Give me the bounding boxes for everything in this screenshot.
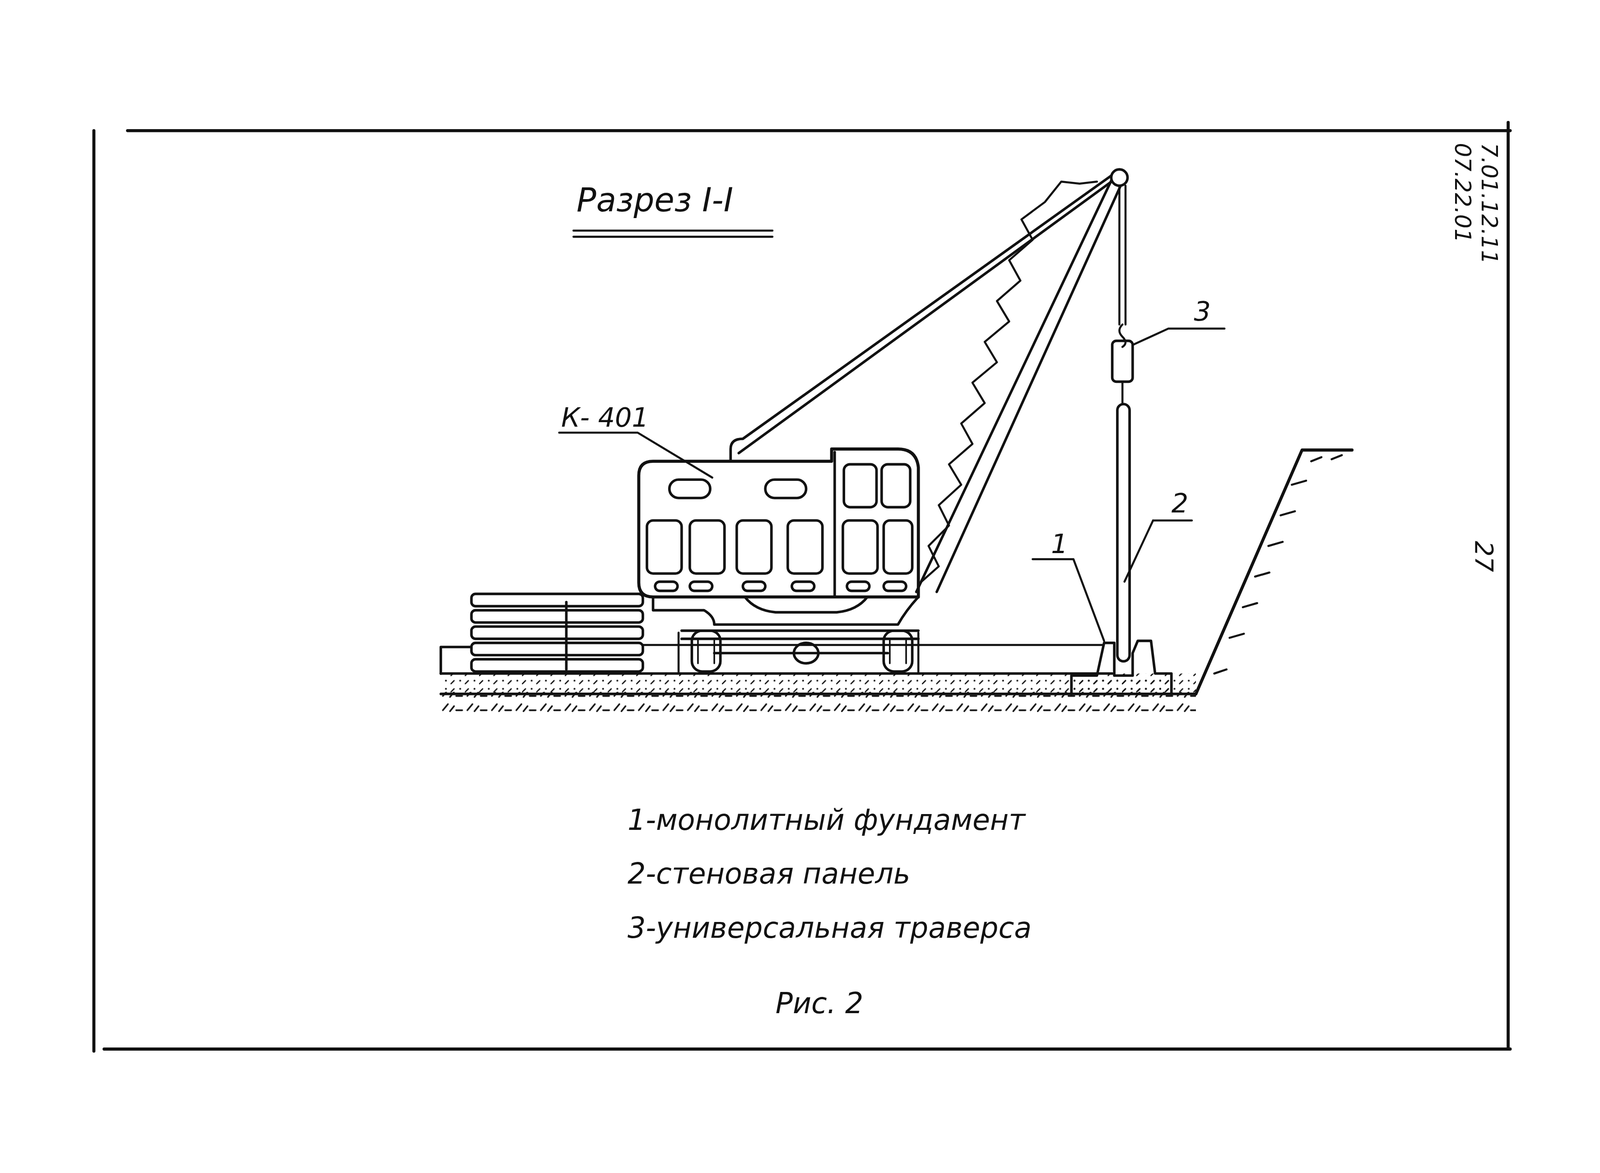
- legend-note: 2-стеновая панель: [627, 860, 911, 889]
- sheet-code: 07.22.01: [1451, 142, 1474, 243]
- callout-number: 3: [1193, 297, 1211, 325]
- page-number: 27: [1471, 540, 1496, 573]
- callout-number: 1: [1051, 530, 1068, 558]
- crane-label: К- 401: [561, 404, 649, 431]
- callout-number: 2: [1171, 489, 1189, 517]
- section-title: Разрез I-I: [576, 183, 734, 217]
- legend-note: 1-монолитный фундамент: [627, 806, 1026, 835]
- legend-note: 3-универсальная траверса: [627, 914, 1032, 943]
- figure-caption: Рис. 2: [775, 989, 864, 1019]
- sheet-code: 7.01.12.11: [1477, 142, 1501, 265]
